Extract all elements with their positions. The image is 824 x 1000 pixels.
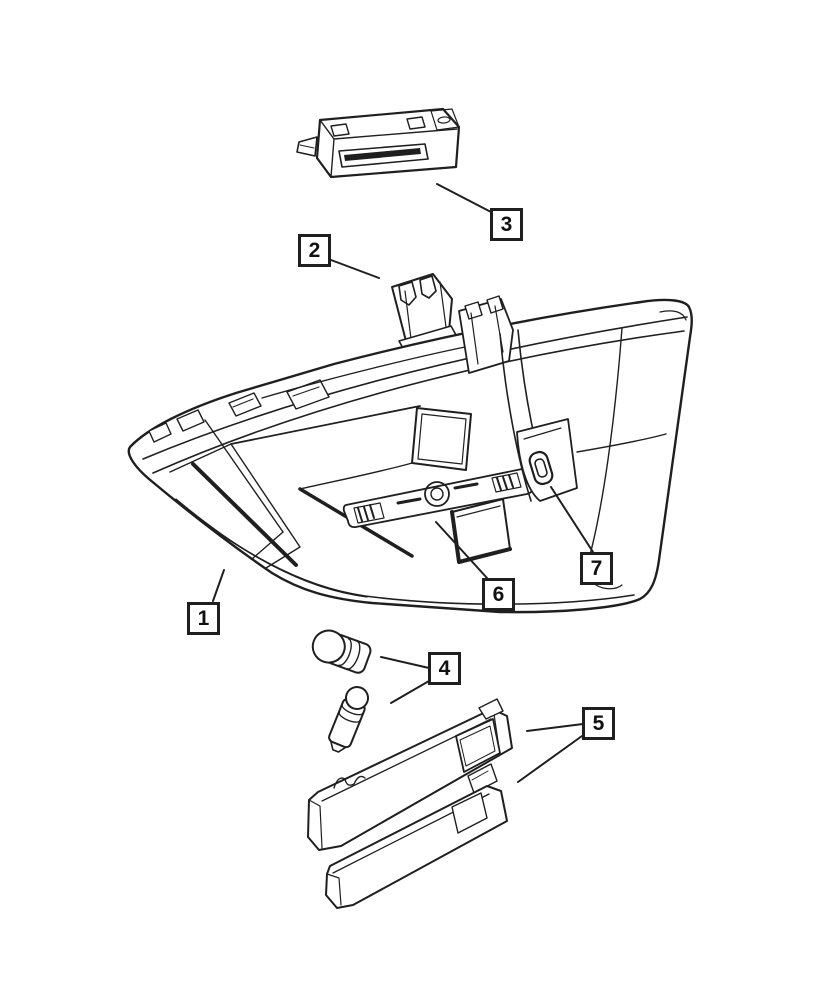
console-clip: [148, 422, 172, 443]
switch-part: [516, 418, 578, 502]
callout-1[interactable]: 1: [187, 602, 220, 635]
dome-light-button: [424, 481, 450, 507]
lens-housing-part: [307, 698, 513, 909]
callout-6[interactable]: 6: [482, 578, 515, 611]
leader-4a: [380, 656, 430, 669]
housing-clip: [478, 698, 504, 720]
leader-7: [550, 486, 594, 553]
switch-button: [528, 450, 554, 486]
bulb-large: [311, 629, 372, 674]
leader-lines: [212, 183, 594, 783]
bin-shadow-edge: [191, 462, 298, 567]
leader-3: [436, 183, 492, 213]
housing-window: [455, 718, 501, 773]
module-part: [296, 107, 461, 179]
bracket-prong: [419, 275, 437, 299]
module-clip: [406, 116, 426, 130]
bulb-small: [328, 686, 369, 753]
leader-1: [212, 569, 225, 602]
console-tower: [458, 295, 514, 374]
bracket-prong: [398, 281, 417, 306]
switch-strip: [342, 467, 535, 529]
bin-opening: [411, 407, 472, 471]
callout-3[interactable]: 3: [490, 208, 523, 241]
callout-5[interactable]: 5: [582, 707, 615, 740]
console-clip: [176, 409, 205, 432]
callout-4[interactable]: 4: [428, 652, 461, 685]
module-clip: [330, 123, 350, 137]
leader-5b: [517, 735, 583, 783]
leader-4b: [390, 680, 430, 704]
leader-6: [435, 521, 488, 579]
callout-7[interactable]: 7: [580, 552, 613, 585]
leader-5a: [526, 723, 584, 732]
leader-2: [330, 259, 380, 279]
console-body: [127, 295, 693, 614]
console-outline: [127, 298, 693, 614]
callout-2[interactable]: 2: [298, 234, 331, 267]
